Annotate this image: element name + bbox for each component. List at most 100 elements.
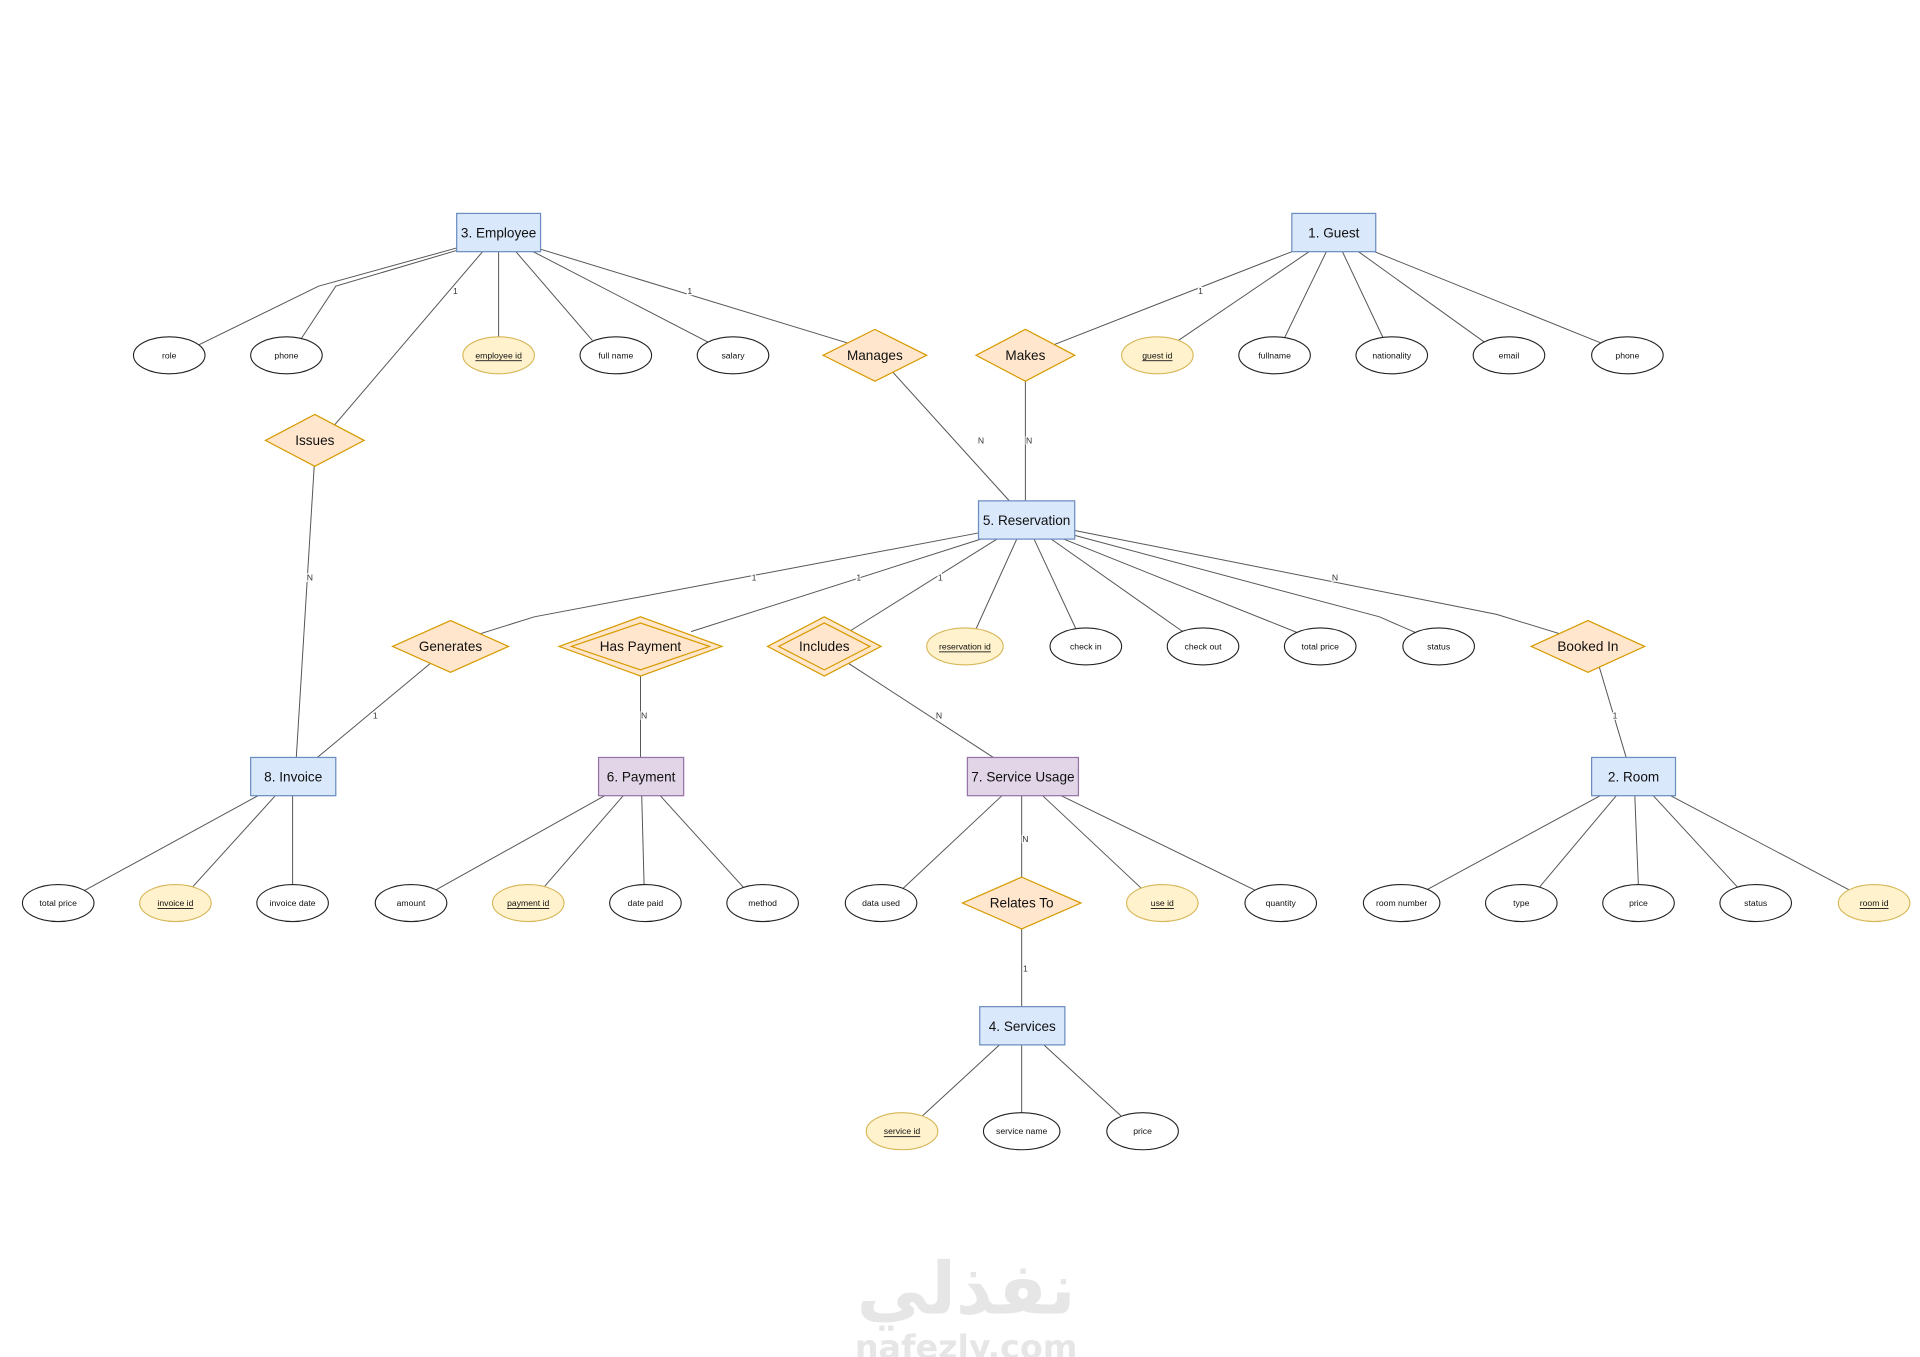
entity-invoice: 8. Invoice xyxy=(250,756,337,797)
key-attribute-ellipse xyxy=(491,883,565,923)
connector-issues-invoice xyxy=(295,456,316,758)
attribute-label: room number xyxy=(1376,898,1427,908)
entity-guest-box xyxy=(1291,212,1377,253)
attribute-ellipse xyxy=(1106,1112,1179,1151)
attribute-reservation-total-price: total price xyxy=(1283,627,1357,666)
entity-payment-label: 6. Payment xyxy=(607,770,676,785)
connector-room-room-id xyxy=(1670,795,1851,892)
attribute-guest-guest-id: guest id xyxy=(1121,336,1194,375)
attribute-label: method xyxy=(748,898,777,908)
watermark-arabic-text: نفذلي xyxy=(857,1248,1076,1332)
attribute-room-room-number: room number xyxy=(1362,883,1441,923)
connector-payment-date-paid xyxy=(641,795,645,889)
attribute-services-service-id: service id xyxy=(865,1112,939,1151)
connector-employee-issues xyxy=(330,251,483,430)
entity-payment-box xyxy=(597,756,685,797)
entity-room-label: 2. Room xyxy=(1608,770,1659,785)
key-attribute-label: guest id xyxy=(1142,350,1172,360)
key-attribute-ellipse xyxy=(1121,336,1194,375)
key-attribute-label: reservation id xyxy=(939,641,991,651)
attribute-ellipse xyxy=(132,336,206,375)
attribute-guest-email: email xyxy=(1472,336,1546,375)
attribute-label: check out xyxy=(1185,641,1223,651)
key-attribute-ellipse xyxy=(865,1112,939,1151)
relationship-relates-to-diamond xyxy=(960,876,1083,930)
attribute-ellipse xyxy=(1591,336,1664,375)
attribute-payment-date-paid: date paid xyxy=(609,883,682,923)
attribute-ellipse xyxy=(1602,883,1675,923)
attribute-label: status xyxy=(1744,898,1767,908)
attribute-payment-amount: amount xyxy=(374,883,448,923)
connector-employee-role xyxy=(197,247,457,346)
cardinality-has-payment-payment: N xyxy=(641,711,647,721)
connector-reservation-includes xyxy=(848,538,998,633)
attribute-ellipse xyxy=(1244,883,1318,923)
relationship-relates-to-label: Relates To xyxy=(990,896,1054,911)
key-attribute-label: employee id xyxy=(475,350,522,360)
relationship-makes-label: Makes xyxy=(1005,348,1045,363)
relationship-makes-diamond xyxy=(974,328,1077,382)
cardinality-reservation-has-payment: 1 xyxy=(856,572,861,582)
attribute-ellipse xyxy=(1283,627,1357,666)
connector-service-usage-quantity xyxy=(1060,795,1257,892)
attribute-invoice-invoice-id: invoice id xyxy=(139,883,212,923)
attribute-ellipse xyxy=(1362,883,1441,923)
entity-room: 2. Room xyxy=(1591,756,1677,797)
attribute-reservation-reservation-id: reservation id xyxy=(926,627,1004,666)
connector-guest-fullname xyxy=(1282,251,1327,341)
connector-services-price xyxy=(1043,1044,1124,1119)
attribute-room-room-id: room id xyxy=(1837,883,1911,923)
connector-room-type xyxy=(1538,795,1617,889)
attribute-ellipse xyxy=(1238,336,1311,375)
connector-employee-full-name xyxy=(515,251,593,341)
attribute-services-service-name: service name xyxy=(982,1112,1061,1151)
connector-service-usage-use-id xyxy=(1042,795,1143,890)
relationship-manages-label: Manages xyxy=(847,348,903,363)
attribute-ellipse xyxy=(696,336,770,375)
entity-service-usage: 7. Service Usage xyxy=(966,756,1080,797)
attribute-employee-phone: phone xyxy=(250,336,323,375)
attribute-ellipse xyxy=(579,336,653,375)
connector-guest-guest-id xyxy=(1174,251,1310,344)
attribute-employee-role: role xyxy=(132,336,206,375)
cardinality-includes-service-usage: N xyxy=(936,711,942,721)
connector-services-service-id xyxy=(920,1044,1000,1119)
cardinality-reservation-includes: 1 xyxy=(938,572,943,582)
entity-services: 4. Services xyxy=(979,1006,1066,1046)
relationship-issues-diamond xyxy=(264,413,366,468)
watermark-latin-text: nafezly.com xyxy=(855,1328,1078,1357)
connector-reservation-reservation-id xyxy=(974,538,1018,632)
entity-service-usage-label: 7. Service Usage xyxy=(971,770,1074,785)
connector-reservation-check-in xyxy=(1033,538,1078,632)
connector-room-status xyxy=(1652,795,1741,890)
attribute-label: status xyxy=(1427,641,1450,651)
attribute-ellipse xyxy=(1719,883,1793,923)
connector-employee-phone xyxy=(299,249,457,341)
attribute-ellipse xyxy=(844,883,918,923)
attribute-employee-employee-id: employee id xyxy=(462,336,535,375)
key-attribute-ellipse xyxy=(139,883,212,923)
attribute-reservation-status: status xyxy=(1402,627,1475,666)
entity-employee: 3. Employee xyxy=(456,212,542,253)
connector-payment-amount xyxy=(434,795,605,892)
relationship-generates-diamond xyxy=(391,619,511,674)
cardinality-labels: 1 1 1 N N N 1 1 1 N 1 N N 1 N 1 xyxy=(306,285,1619,975)
attribute-service-usage-data-used: data used xyxy=(844,883,918,923)
cardinality-issues-invoice: N xyxy=(307,572,313,582)
attribute-ellipse xyxy=(1355,336,1429,375)
connector-reservation-check-out xyxy=(1051,538,1185,634)
key-attribute-label: service id xyxy=(884,1126,921,1136)
entity-employee-box xyxy=(456,212,542,253)
attribute-label: check in xyxy=(1070,641,1102,651)
entity-services-label: 4. Services xyxy=(989,1019,1056,1034)
key-attribute-ellipse xyxy=(1125,883,1199,923)
key-attribute-ellipse xyxy=(926,627,1004,666)
connector-reservation-total-price xyxy=(1063,538,1299,634)
relationship-manages: Manages xyxy=(821,328,929,382)
relationship-includes: Includes xyxy=(766,616,883,677)
cardinality-reservation-generates: 1 xyxy=(752,572,757,582)
attribute-guest-phone: phone xyxy=(1591,336,1664,375)
attribute-service-usage-quantity: quantity xyxy=(1244,883,1318,923)
relationship-makes: Makes xyxy=(974,328,1077,382)
connector-room-price xyxy=(1634,795,1639,889)
